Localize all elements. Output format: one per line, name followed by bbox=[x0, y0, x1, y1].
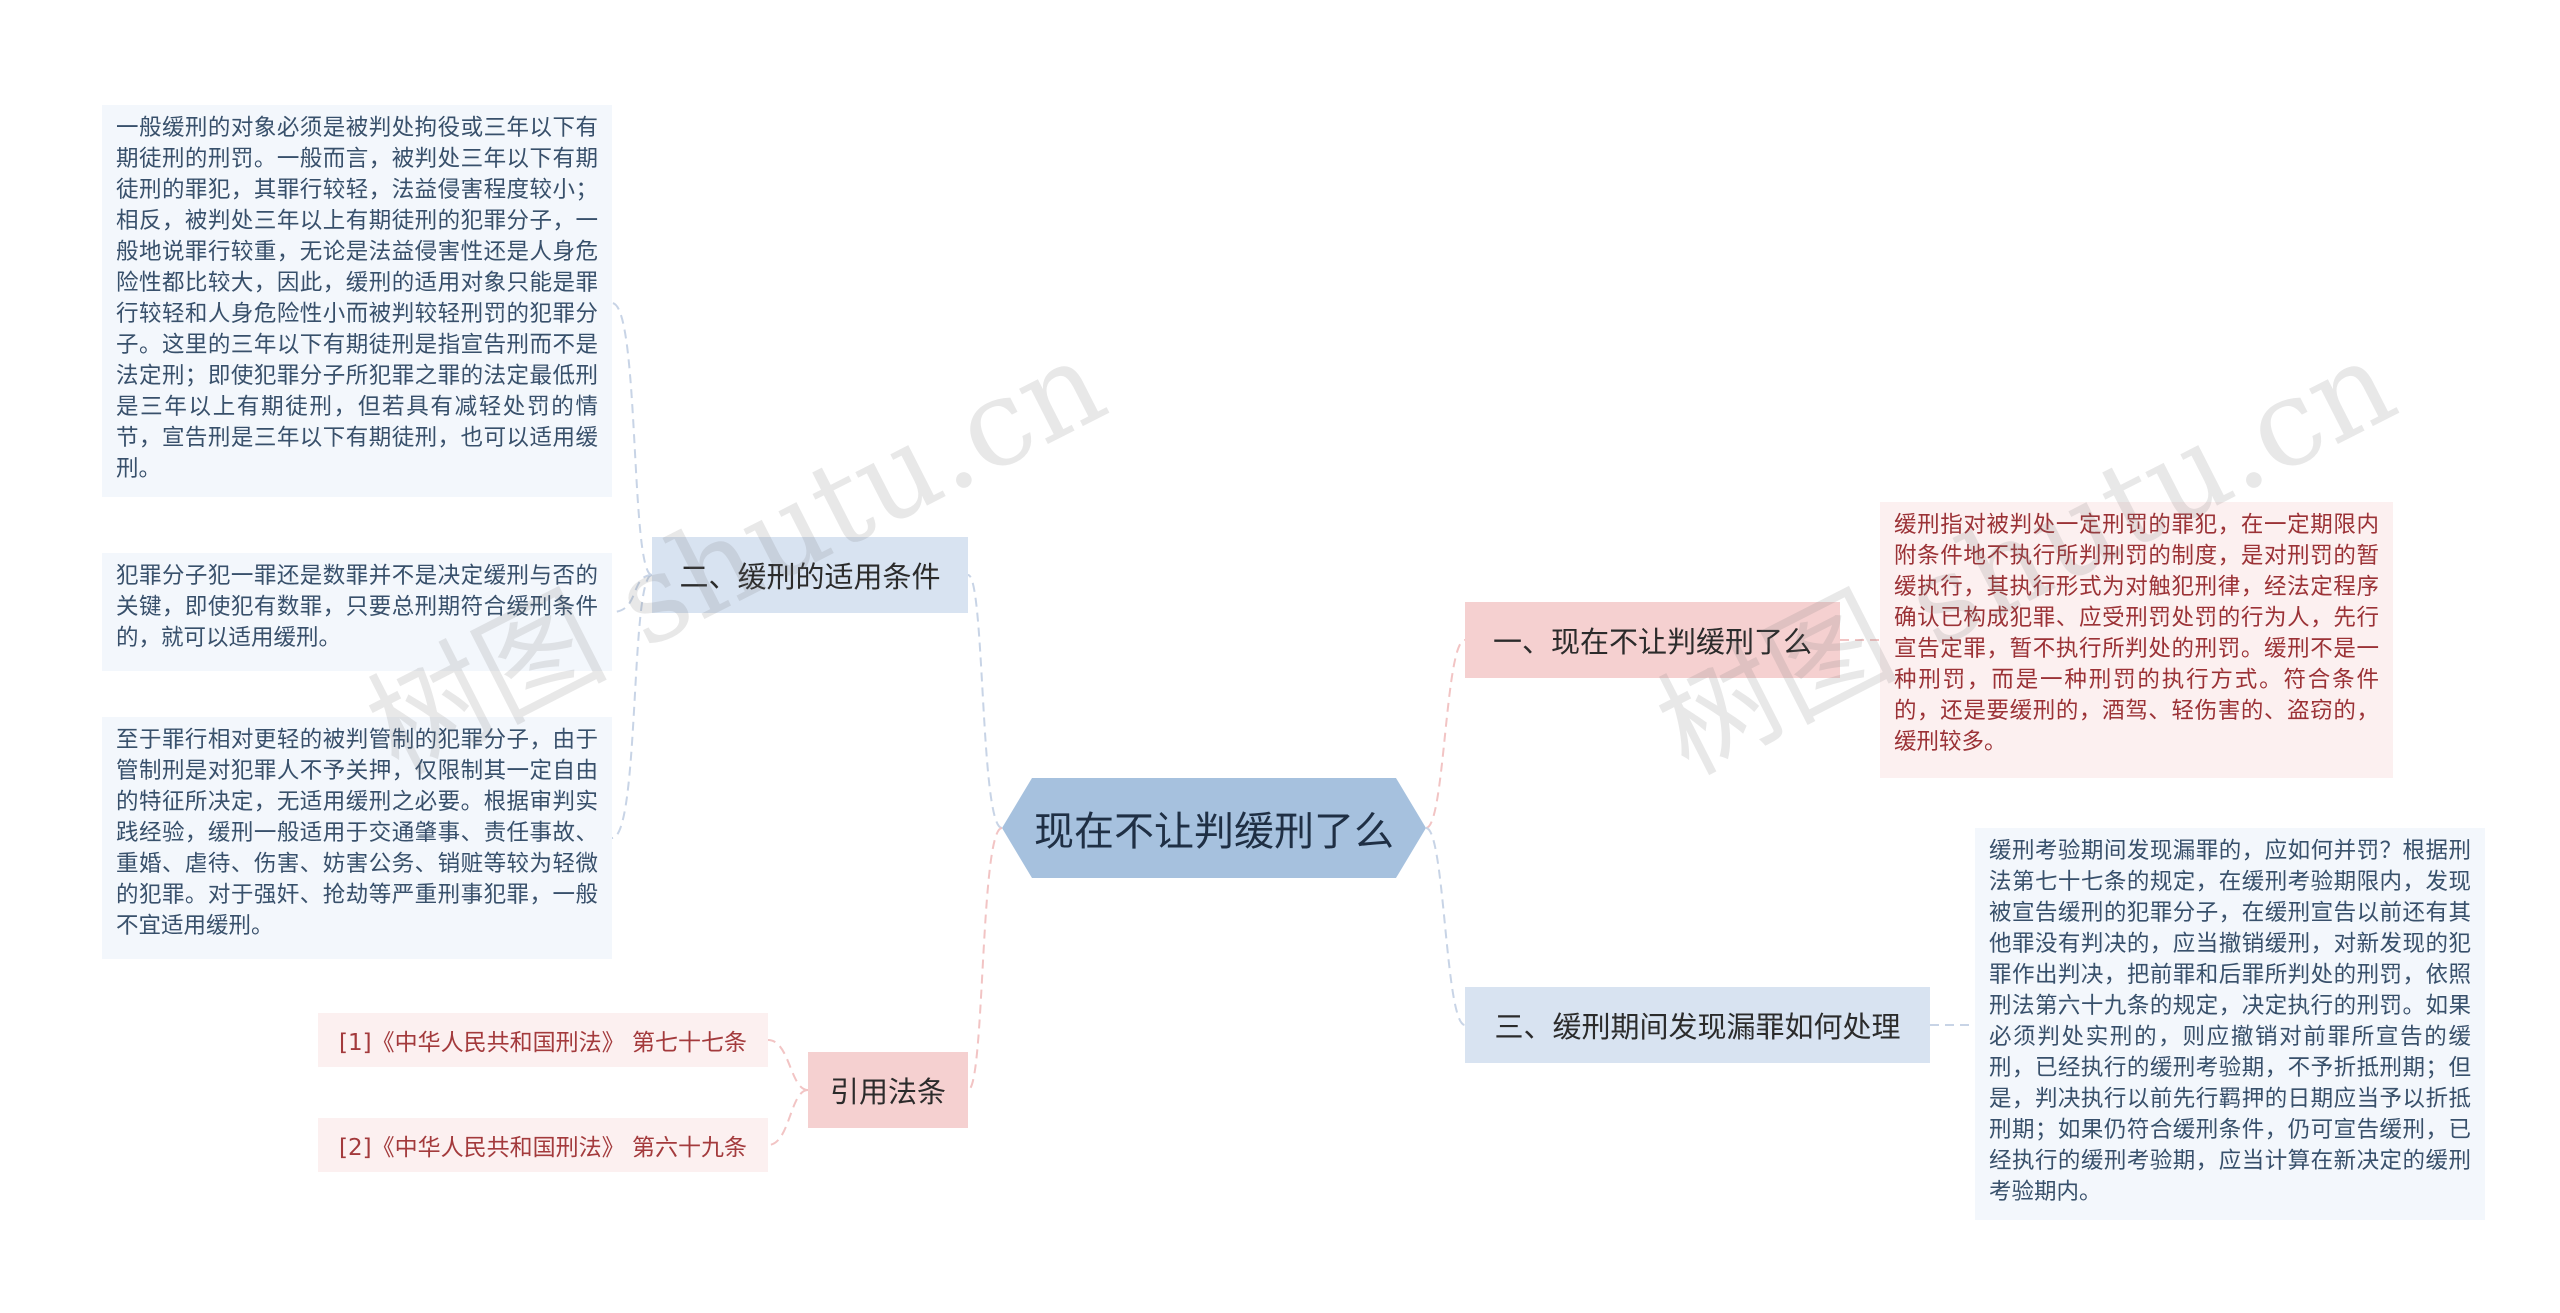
branch-3-topic[interactable]: 三、缓刑期间发现漏罪如何处理 bbox=[1465, 987, 1930, 1063]
branch-2-detail-2-text: 犯罪分子犯一罪还是数罪并不是决定缓刑与否的关键，即使犯有数罪，只要总刑期符合缓刑… bbox=[116, 563, 598, 651]
connector-root-b3 bbox=[1425, 827, 1466, 1026]
reference-2[interactable]: [2]《中华人民共和国刑法》 第六十九条 bbox=[318, 1118, 768, 1172]
branch-2-detail-3[interactable]: 至于罪行相对更轻的被判管制的犯罪分子，由于管制刑是对犯罪人不予关押，仅限制其一定… bbox=[102, 717, 612, 959]
branch-1-label: 一、现在不让判缓刑了么 bbox=[1492, 625, 1812, 659]
branch-2-detail-2[interactable]: 犯罪分子犯一罪还是数罪并不是决定缓刑与否的关键，即使犯有数罪，只要总刑期符合缓刑… bbox=[102, 553, 612, 671]
branch-1-detail-text: 缓刑指对被判处一定刑罚的罪犯，在一定期限内附条件地不执行所判刑罚的制度，是对刑罚… bbox=[1894, 512, 2379, 755]
branch-2-detail-3-text: 至于罪行相对更轻的被判管制的犯罪分子，由于管制刑是对犯罪人不予关押，仅限制其一定… bbox=[116, 727, 598, 939]
branch-3-label: 三、缓刑期间发现漏罪如何处理 bbox=[1494, 1010, 1901, 1044]
branch-2-detail-1-text: 一般缓刑的对象必须是被判处拘役或三年以下有期徒刑的刑罚。一般而言，被判处三年以下… bbox=[116, 115, 598, 482]
branch-1-topic[interactable]: 一、现在不让判缓刑了么 bbox=[1465, 602, 1840, 678]
reference-1-text: [1]《中华人民共和国刑法》 第七十七条 bbox=[339, 1030, 747, 1056]
branch-4-label: 引用法条 bbox=[829, 1075, 946, 1109]
connector-b2-leaf1 bbox=[611, 302, 653, 576]
branch-2-label: 二、缓刑的适用条件 bbox=[679, 560, 941, 594]
connector-b2-leaf2 bbox=[611, 574, 653, 613]
branch-3-detail[interactable]: 缓刑考验期间发现漏罪的，应如何并罚？根据刑法第七十七条的规定，在缓刑考验期限内，… bbox=[1975, 828, 2485, 1220]
connector-root-b2 bbox=[967, 574, 1003, 829]
root-topic[interactable]: 现在不让判缓刑了么 bbox=[1002, 778, 1426, 878]
branch-1-detail[interactable]: 缓刑指对被判处一定刑罚的罪犯，在一定期限内附条件地不执行所判刑罚的制度，是对刑罚… bbox=[1880, 502, 2393, 778]
branch-3-detail-text: 缓刑考验期间发现漏罪的，应如何并罚？根据刑法第七十七条的规定，在缓刑考验期限内，… bbox=[1989, 838, 2471, 1205]
connector-root-b4 bbox=[967, 827, 1003, 1091]
reference-2-text: [2]《中华人民共和国刑法》 第六十九条 bbox=[339, 1135, 747, 1161]
connector-b2-leaf3 bbox=[611, 574, 653, 839]
connector-b4-ref2 bbox=[767, 1089, 809, 1146]
branch-2-topic[interactable]: 二、缓刑的适用条件 bbox=[652, 537, 968, 613]
branch-4-topic[interactable]: 引用法条 bbox=[808, 1052, 968, 1128]
reference-1[interactable]: [1]《中华人民共和国刑法》 第七十七条 bbox=[318, 1013, 768, 1067]
connector-root-b1 bbox=[1425, 639, 1466, 829]
branch-2-detail-1[interactable]: 一般缓刑的对象必须是被判处拘役或三年以下有期徒刑的刑罚。一般而言，被判处三年以下… bbox=[102, 105, 612, 497]
root-topic-label: 现在不让判缓刑了么 bbox=[1034, 809, 1394, 855]
connector-b4-ref1 bbox=[767, 1039, 809, 1091]
